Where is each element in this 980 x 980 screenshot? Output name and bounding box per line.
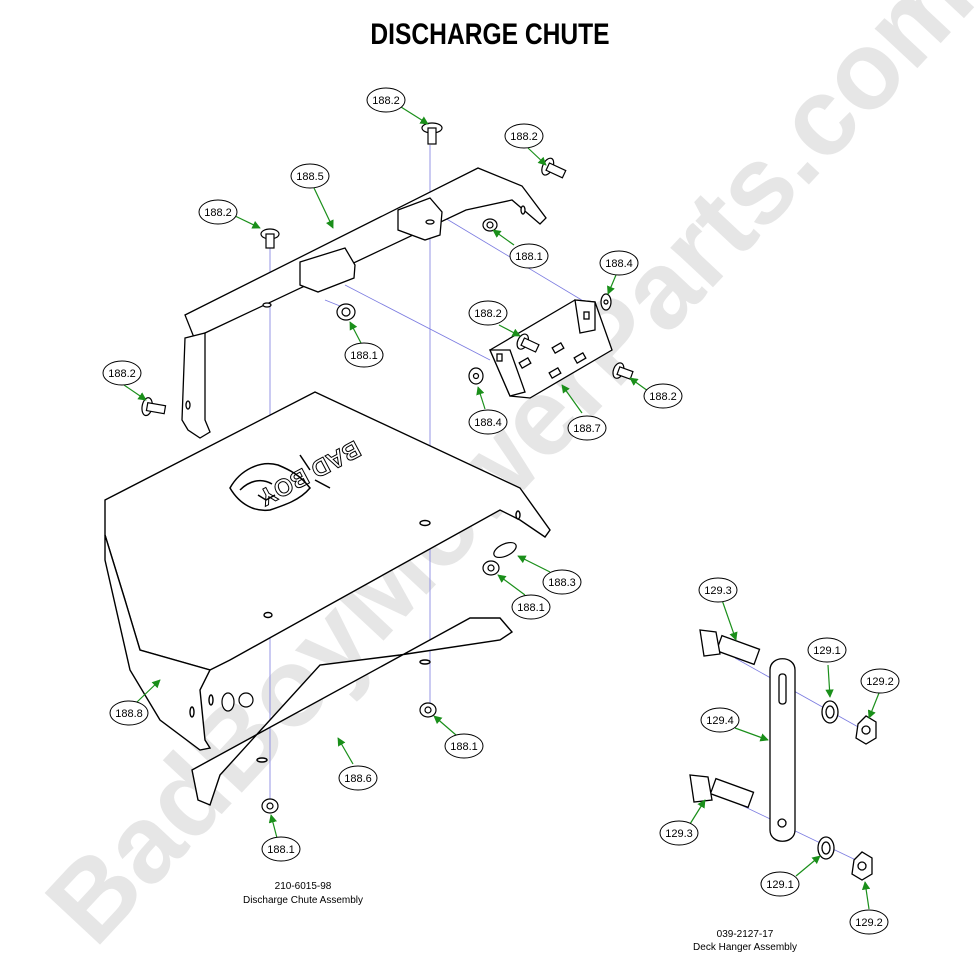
bad-boy-logo [229, 454, 331, 512]
svg-text:188.4: 188.4 [474, 417, 502, 429]
washer-188-4-b [468, 367, 484, 385]
hanger-bolt-upper [699, 629, 761, 666]
hanger-washer-lower [817, 836, 835, 860]
callout-c8: 188.2 [468, 300, 508, 326]
bolt-left [260, 228, 280, 249]
chute-assembly-part-number: 210-6015-98 [275, 881, 332, 892]
callout-c15: 188.8 [109, 700, 149, 726]
svg-text:188.2: 188.2 [474, 308, 502, 320]
callout-c4: 188.2 [198, 199, 238, 225]
bolt-top [421, 122, 443, 145]
svg-text:188.3: 188.3 [548, 577, 576, 589]
nut-188-1-a [482, 218, 498, 232]
svg-text:188.2: 188.2 [204, 207, 232, 219]
svg-text:129.2: 129.2 [866, 676, 894, 688]
callout-c10: 188.2 [643, 383, 683, 409]
washer-188-3 [493, 541, 517, 559]
lower-plate [191, 617, 514, 806]
callout-c2: 188.2 [504, 123, 544, 149]
nut-188-1-b [336, 303, 356, 321]
bolt-bracket-right [612, 362, 634, 380]
callout-c16: 188.1 [444, 733, 484, 759]
svg-text:188.2: 188.2 [649, 391, 677, 403]
svg-text:188.2: 188.2 [372, 95, 400, 107]
callout-c6: 188.4 [599, 250, 639, 276]
nut-188-1-c [482, 560, 500, 576]
callout-c25: 129.2 [849, 909, 889, 935]
callout-c21: 129.2 [860, 668, 900, 694]
callout-c24: 129.1 [760, 871, 800, 897]
callout-c1: 188.2 [366, 87, 406, 113]
callout-c22: 129.4 [700, 707, 740, 733]
bolt-right-top [541, 157, 567, 179]
svg-text:129.4: 129.4 [706, 715, 734, 727]
callout-leaders [123, 106, 880, 910]
svg-text:129.3: 129.3 [665, 828, 693, 840]
callout-c3: 188.5 [290, 163, 330, 189]
bolt-side [141, 397, 167, 417]
svg-text:188.1: 188.1 [267, 844, 295, 856]
callout-bubbles: 188.2 188.2 188.5 188.2 188.1 188.4 188.… [102, 87, 900, 935]
callout-c13: 188.3 [542, 569, 582, 595]
upper-bracket [181, 167, 547, 439]
svg-text:188.7: 188.7 [573, 423, 601, 435]
svg-text:129.1: 129.1 [813, 645, 841, 657]
svg-text:188.8: 188.8 [115, 708, 143, 720]
chute-assembly-name: Discharge Chute Assembly [243, 895, 363, 906]
nut-chute-side [221, 692, 254, 712]
hanger-assembly-name: Deck Hanger Assembly [693, 942, 797, 953]
svg-text:188.4: 188.4 [605, 258, 633, 270]
nut-188-1-d [419, 702, 437, 718]
deck-hanger-assembly [689, 629, 877, 881]
svg-text:129.2: 129.2 [855, 917, 883, 929]
svg-text:188.2: 188.2 [108, 368, 136, 380]
hanger-nut-lower [851, 851, 873, 881]
bolt-bracket [516, 333, 540, 353]
callout-c12: 188.7 [567, 415, 607, 441]
hanger-washer-upper [821, 700, 839, 724]
callout-c7: 188.1 [344, 342, 384, 368]
callout-c5: 188.1 [509, 243, 549, 269]
svg-text:188.1: 188.1 [515, 251, 543, 263]
hanger-nut-upper [855, 715, 877, 745]
callout-c19: 129.3 [698, 577, 738, 603]
assembly-captions: 210-6015-98 Discharge Chute Assembly 039… [243, 881, 797, 953]
callout-c11: 188.4 [468, 409, 508, 435]
nuts-washers [221, 218, 612, 814]
svg-text:188.6: 188.6 [344, 773, 372, 785]
callout-c17: 188.6 [338, 765, 378, 791]
hanger-assembly-part-number: 039-2127-17 [717, 929, 774, 940]
svg-text:188.1: 188.1 [350, 350, 378, 362]
hanger-bolt-lower [689, 774, 755, 809]
washer-188-4-a [600, 293, 612, 311]
svg-text:188.5: 188.5 [296, 171, 324, 183]
svg-text:129.3: 129.3 [704, 585, 732, 597]
svg-text:129.1: 129.1 [766, 879, 794, 891]
nut-188-1-e [261, 798, 279, 814]
callout-c14: 188.1 [511, 594, 551, 620]
svg-text:188.1: 188.1 [517, 602, 545, 614]
small-bracket [489, 299, 613, 399]
callout-c9: 188.2 [102, 360, 142, 386]
chute-body [104, 391, 551, 751]
svg-text:188.1: 188.1 [450, 741, 478, 753]
callout-c23: 129.3 [659, 820, 699, 846]
callout-c18: 188.1 [261, 836, 301, 862]
svg-text:188.2: 188.2 [510, 131, 538, 143]
hanger-link [769, 658, 796, 842]
callout-c20: 129.1 [807, 637, 847, 663]
page-title: DISCHARGE CHUTE [370, 18, 610, 51]
